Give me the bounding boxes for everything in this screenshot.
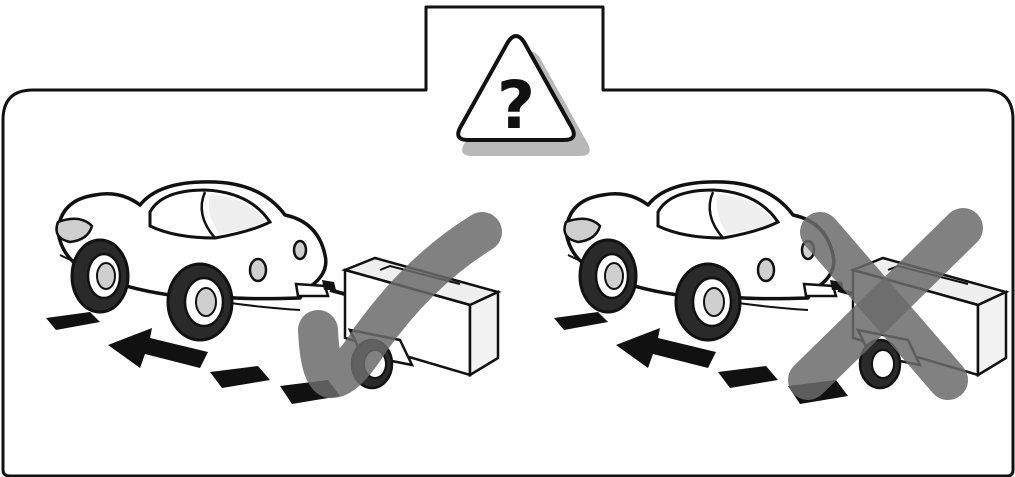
question-mark-glyph: ? (497, 67, 535, 144)
